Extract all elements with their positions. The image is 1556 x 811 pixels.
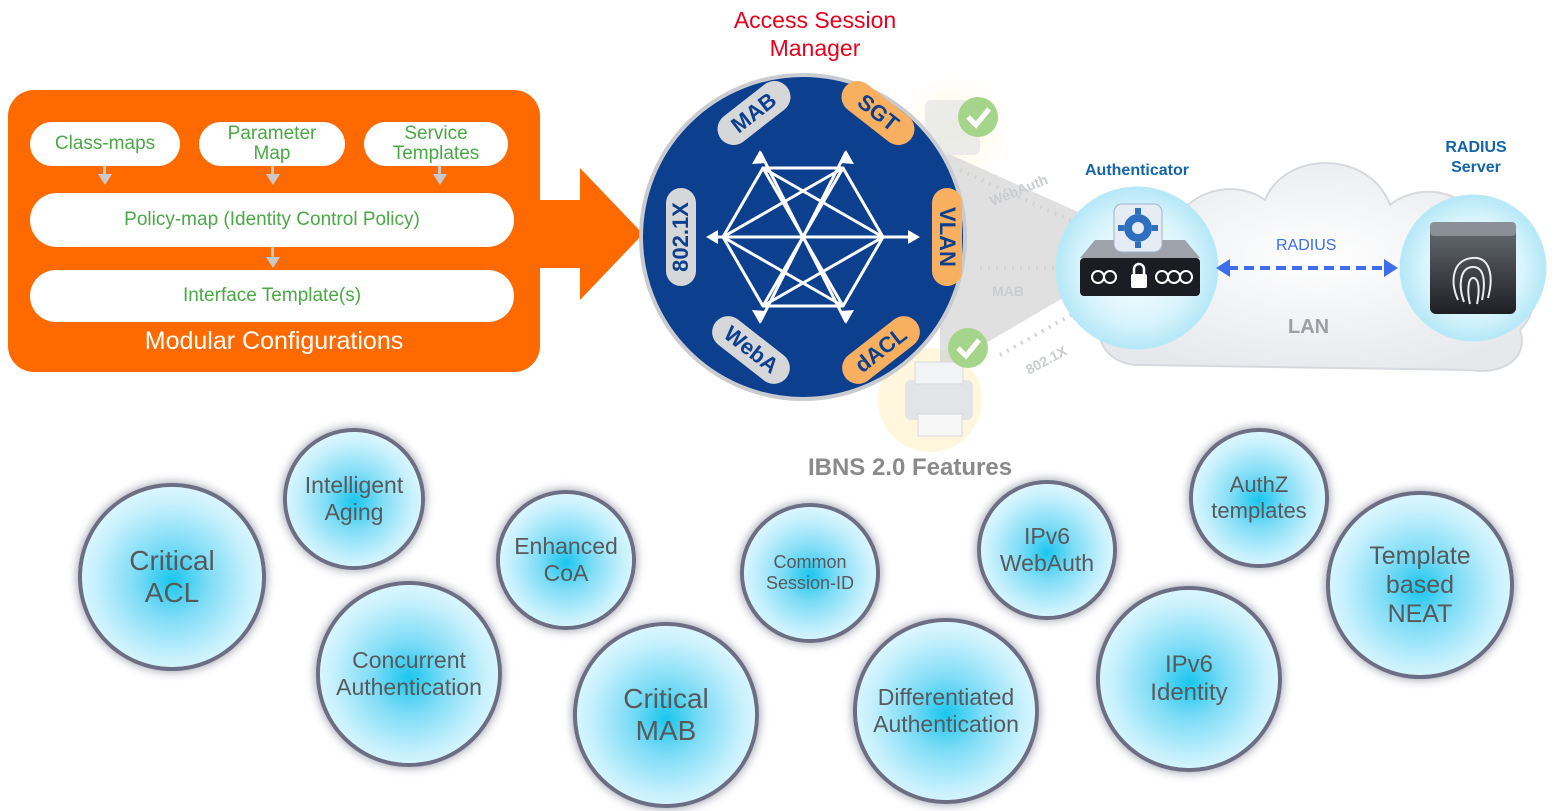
big-arrow-icon <box>535 168 643 300</box>
check-icon <box>958 97 998 137</box>
connection-wedge <box>940 150 1085 370</box>
gear-icon <box>1113 203 1163 253</box>
features-title: IBNS 2.0 Features <box>807 454 1013 481</box>
feature-label: Differentiated Authentication <box>873 684 1019 737</box>
feature-ipv6-webauth: IPv6 WebAuth <box>981 484 1113 616</box>
feature-label: Critical ACL <box>129 545 215 608</box>
feature-critical-acl: Critical ACL <box>82 487 262 667</box>
config-title: Modular Configurations <box>144 327 404 355</box>
switch-icon <box>1080 240 1200 296</box>
policy-map-pill: Policy-map (Identity Control Policy) <box>30 193 514 247</box>
method-vlan: VLAN <box>932 188 962 286</box>
feature-differentiated-authentication: Differentiated Authentication <box>857 622 1035 800</box>
feature-common-session-id: Common Session-ID <box>744 507 876 639</box>
fingerprint-icon <box>1430 222 1516 314</box>
lock-icon <box>1131 262 1147 288</box>
feature-label: Concurrent Authentication <box>336 647 482 700</box>
faint-mab-label: MAB <box>992 283 1024 299</box>
method-vlan-label: VLAN <box>935 207 960 267</box>
check-icon <box>948 328 988 368</box>
feature-intelligent-aging: Intelligent Aging <box>287 432 421 566</box>
feature-label: AuthZ templates <box>1211 472 1307 523</box>
feature-label: IPv6 Identity <box>1150 651 1228 706</box>
interface-template-pill: Interface Template(s) <box>30 270 514 322</box>
service-templates-pill: Service Templates <box>364 122 508 166</box>
radius-arrow-right <box>1384 259 1398 277</box>
method-8021x: 802.1X <box>666 188 696 286</box>
feature-critical-mab: Critical MAB <box>577 626 755 804</box>
printer-icon <box>905 361 973 437</box>
radius-link-label: RADIUS <box>1276 237 1337 254</box>
radius-arrow-left <box>1216 259 1230 277</box>
feature-concurrent-authentication: Concurrent Authentication <box>320 585 498 763</box>
feature-ipv6-identity: IPv6 Identity <box>1100 590 1278 768</box>
feature-label: IPv6 WebAuth <box>999 523 1095 576</box>
radius-server-label: RADIUS Server <box>1445 139 1507 176</box>
lan-label: LAN <box>1288 316 1330 338</box>
class-maps-pill: Class-maps <box>30 122 180 166</box>
feature-template-based-neat: Template based NEAT <box>1330 495 1510 675</box>
feature-label: Critical MAB <box>623 683 709 746</box>
feature-authz-templates: AuthZ templates <box>1193 432 1325 564</box>
parameter-map-pill: Parameter Map <box>199 122 345 166</box>
modular-config-box: Class-maps Parameter Map Service Templat… <box>8 90 540 372</box>
authenticator-label: Authenticator <box>1085 162 1189 179</box>
feature-label: Template based NEAT <box>1369 541 1471 628</box>
feature-label: Enhanced CoA <box>514 533 618 586</box>
feature-label: Intelligent Aging <box>304 472 404 525</box>
feature-label: Common Session-ID <box>765 552 855 593</box>
feature-enhanced-coa: Enhanced CoA <box>500 494 632 626</box>
method-8021x-label: 802.1X <box>668 202 693 272</box>
asm-title: Access Session Manager <box>733 7 897 61</box>
